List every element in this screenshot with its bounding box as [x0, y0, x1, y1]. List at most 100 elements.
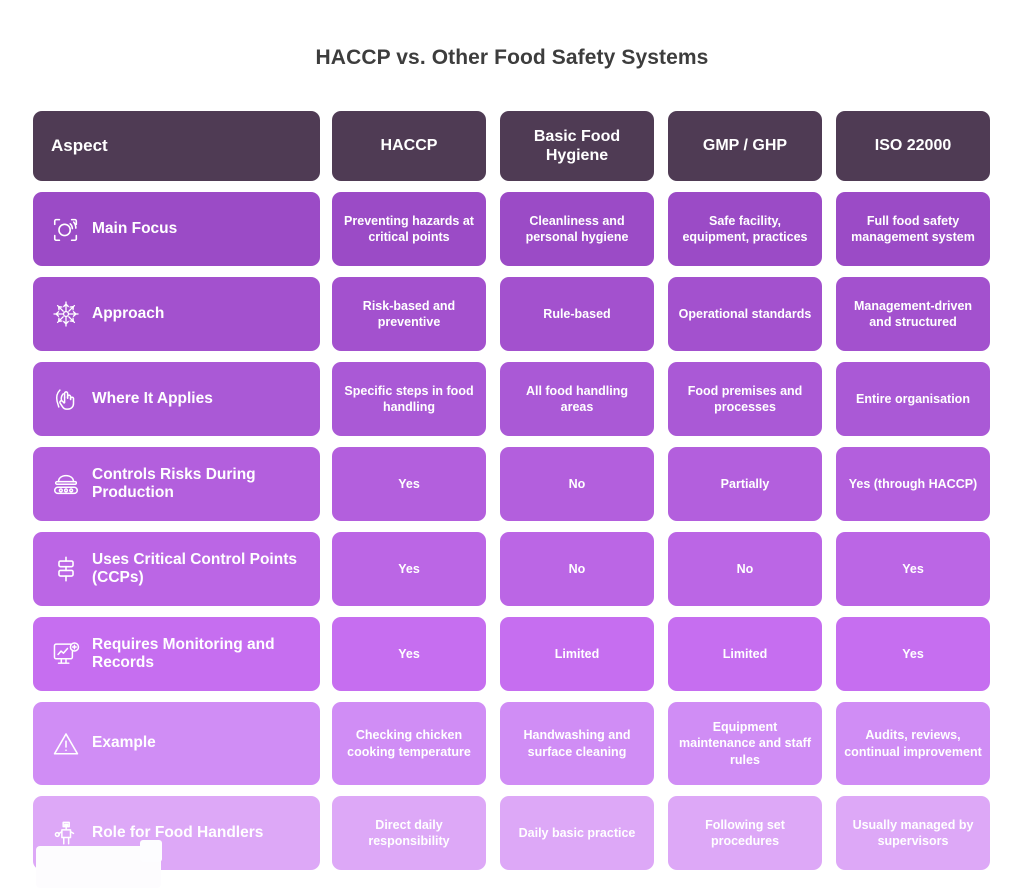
column-spacer: [654, 532, 668, 606]
value-cell: Limited: [500, 617, 654, 691]
value-cell: All food handling areas: [500, 362, 654, 436]
aspect-cell: Uses Critical Control Points (CCPs): [33, 532, 320, 606]
column-spacer: [320, 277, 332, 351]
header-label: ISO 22000: [874, 137, 952, 155]
value-label: Rule-based: [543, 306, 611, 321]
column-spacer: [486, 111, 500, 181]
column-spacer: [486, 702, 500, 785]
aspect-label: Example: [92, 734, 156, 752]
table-body: Main Focus Preventing hazards at critical…: [33, 192, 990, 870]
column-spacer: [654, 617, 668, 691]
value-cell: Specific steps in food handling: [332, 362, 486, 436]
value-label: No: [736, 561, 754, 576]
header-cell-gmp-ghp: GMP / GHP: [668, 111, 822, 181]
aspect-label: Role for Food Handlers: [92, 823, 264, 841]
snowflake-icon: [51, 299, 81, 329]
focus-target-icon: [51, 214, 81, 244]
value-cell: Cleanliness and personal hygiene: [500, 192, 654, 266]
value-label: Yes: [398, 646, 420, 661]
value-cell: Operational standards: [668, 277, 822, 351]
value-cell: Safe facility, equipment, practices: [668, 192, 822, 266]
column-spacer: [654, 447, 668, 521]
food-handler-person-icon: [51, 818, 81, 848]
value-cell: Audits, reviews, continual improvement: [836, 702, 990, 785]
column-spacer: [654, 277, 668, 351]
header-label: Basic Food Hygiene: [533, 127, 621, 164]
value-label: Equipment maintenance and staff rules: [679, 720, 811, 767]
value-cell: Yes: [836, 617, 990, 691]
value-label: Yes: [398, 561, 420, 576]
column-spacer: [486, 796, 500, 870]
value-label: Limited: [554, 646, 600, 661]
value-label: Checking chicken cooking temperature: [347, 728, 471, 759]
column-spacer: [320, 702, 332, 785]
value-cell: Food premises and processes: [668, 362, 822, 436]
value-label: Management-driven and structured: [853, 298, 973, 329]
column-spacer: [320, 192, 332, 266]
value-cell: Full food safety management system: [836, 192, 990, 266]
value-label: Yes: [902, 646, 924, 661]
column-spacer: [822, 617, 836, 691]
aspect-label: Main Focus: [92, 219, 178, 237]
aspect-cell: Approach: [33, 277, 320, 351]
value-label: Full food safety management system: [851, 213, 975, 244]
value-cell: No: [500, 532, 654, 606]
aspect-label: Approach: [92, 304, 165, 322]
value-label: Yes: [902, 561, 924, 576]
column-spacer: [486, 192, 500, 266]
value-cell: Limited: [668, 617, 822, 691]
header-cell-haccp: HACCP: [332, 111, 486, 181]
table-row: Role for Food Handlers Direct daily respo…: [33, 796, 990, 870]
value-label: Usually managed by supervisors: [852, 817, 974, 848]
value-cell: No: [668, 532, 822, 606]
table-header-row: Aspect HACCP Basic Food Hygiene GMP / GH…: [33, 111, 990, 181]
value-label: Yes: [398, 476, 420, 491]
value-cell: Management-driven and structured: [836, 277, 990, 351]
column-spacer: [486, 447, 500, 521]
column-spacer: [320, 796, 332, 870]
header-label: Aspect: [51, 135, 108, 155]
column-spacer: [654, 111, 668, 181]
value-label: Limited: [722, 646, 768, 661]
value-label: Operational standards: [678, 306, 812, 321]
value-label: Preventing hazards at critical points: [344, 213, 474, 244]
value-label: Specific steps in food handling: [344, 383, 474, 414]
column-spacer: [822, 277, 836, 351]
aspect-cell: Main Focus: [33, 192, 320, 266]
column-spacer: [822, 796, 836, 870]
value-label: Risk-based and preventive: [362, 298, 456, 329]
column-spacer: [654, 362, 668, 436]
table-row: Main Focus Preventing hazards at critical…: [33, 192, 990, 266]
column-spacer: [654, 796, 668, 870]
value-cell: Risk-based and preventive: [332, 277, 486, 351]
column-spacer: [822, 111, 836, 181]
value-cell: Checking chicken cooking temperature: [332, 702, 486, 785]
value-label: Partially: [720, 476, 770, 491]
value-cell: Usually managed by supervisors: [836, 796, 990, 870]
column-spacer: [822, 192, 836, 266]
value-label: Direct daily responsibility: [368, 817, 450, 848]
header-cell-iso-22000: ISO 22000: [836, 111, 990, 181]
aspect-cell: Where It Applies: [33, 362, 320, 436]
value-cell: No: [500, 447, 654, 521]
column-spacer: [822, 447, 836, 521]
value-label: No: [568, 561, 586, 576]
value-label: Food premises and processes: [687, 383, 803, 414]
value-cell: Direct daily responsibility: [332, 796, 486, 870]
value-label: Yes (through HACCP): [848, 476, 978, 491]
column-spacer: [320, 617, 332, 691]
aspect-cell: Requires Monitoring and Records: [33, 617, 320, 691]
warning-triangle-icon: [51, 729, 81, 759]
column-spacer: [486, 362, 500, 436]
column-spacer: [822, 362, 836, 436]
watermark-mark: [140, 840, 162, 862]
value-label: Handwashing and surface cleaning: [523, 728, 631, 759]
column-spacer: [486, 277, 500, 351]
header-label: HACCP: [380, 137, 438, 155]
aspect-cell: Controls Risks During Production: [33, 447, 320, 521]
column-spacer: [320, 111, 332, 181]
column-spacer: [320, 362, 332, 436]
page-title: HACCP vs. Other Food Safety Systems: [315, 46, 709, 69]
table-row: Example Checking chicken cooking temperat…: [33, 702, 990, 785]
